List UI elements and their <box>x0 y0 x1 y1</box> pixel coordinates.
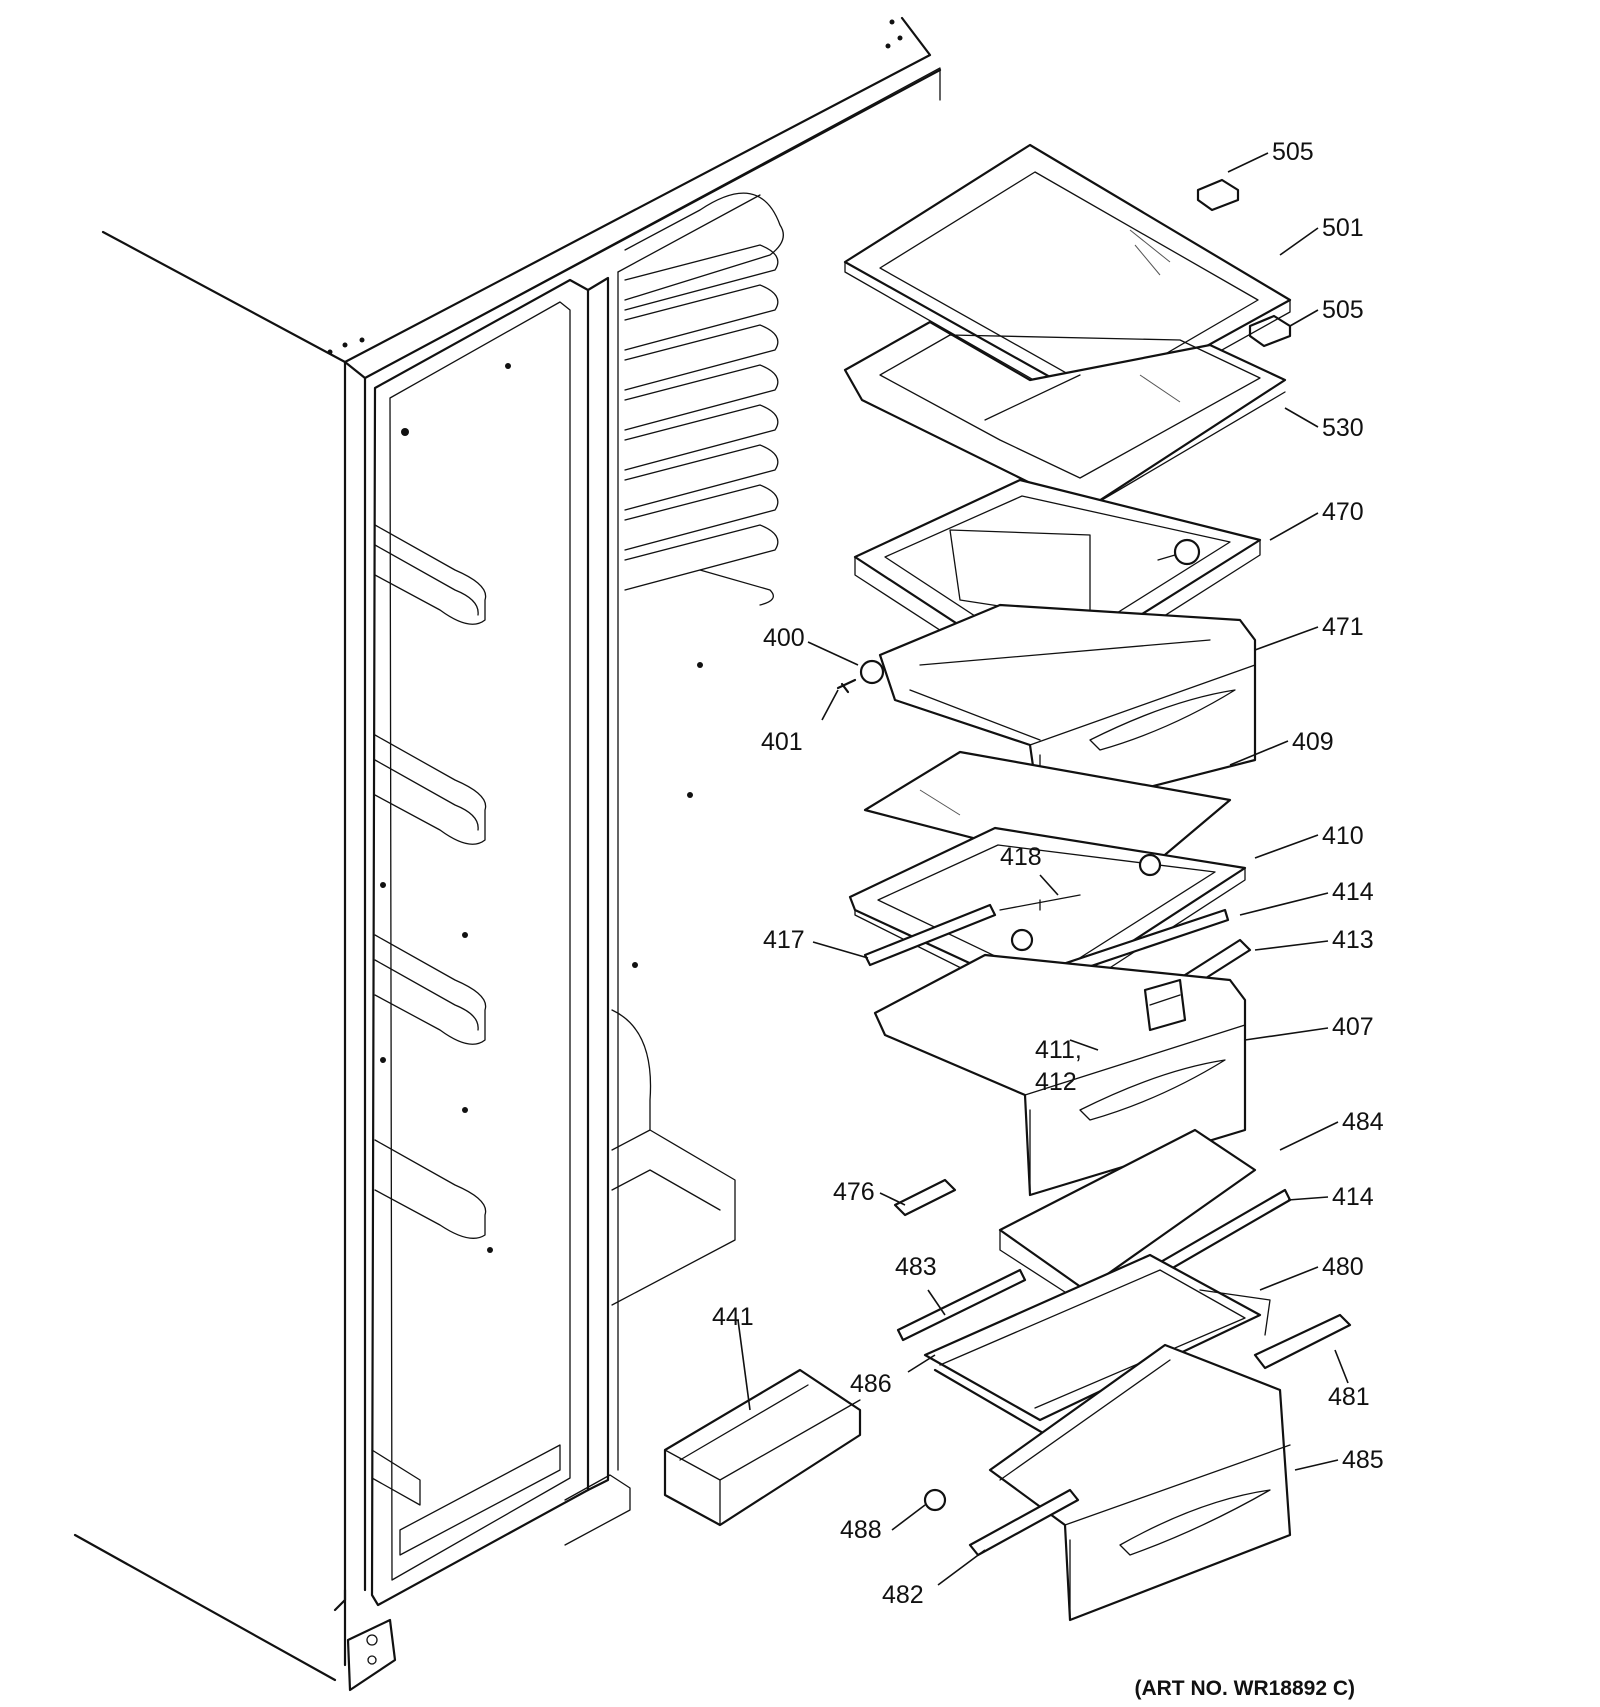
callout-412: 412 <box>1035 1068 1077 1096</box>
roller-488 <box>923 1488 947 1512</box>
roller-400 <box>859 659 885 685</box>
drawer-407 <box>873 953 1247 1197</box>
callout-486: 486 <box>850 1370 892 1398</box>
callout-488: 488 <box>840 1516 882 1544</box>
callout-401: 401 <box>761 728 803 756</box>
callout-470: 470 <box>1322 498 1364 526</box>
callout-501: 501 <box>1322 214 1364 242</box>
freezer-bin-441 <box>663 1368 862 1527</box>
refrigerator-cabinet <box>73 16 942 1692</box>
callout-410: 410 <box>1322 822 1364 850</box>
callout-441: 441 <box>712 1303 754 1331</box>
crisper-cover-frame-410 <box>848 826 1247 1011</box>
callout-484: 484 <box>1342 1108 1384 1136</box>
fresh-food-shelf-ribs <box>624 192 784 968</box>
callout-400: 400 <box>763 624 805 652</box>
callout-485: 485 <box>1342 1446 1384 1474</box>
callout-414-upper: 414 <box>1332 878 1374 906</box>
rail-483 <box>896 1268 1027 1342</box>
callout-418: 418 <box>1000 843 1042 871</box>
callout-483: 483 <box>895 1253 937 1281</box>
callout-505-lower: 505 <box>1322 296 1364 324</box>
callout-480: 480 <box>1322 1253 1364 1281</box>
freezer-shelf-rails <box>374 363 511 1253</box>
callout-476: 476 <box>833 1178 875 1206</box>
callout-471: 471 <box>1322 613 1364 641</box>
pan-485 <box>988 1343 1292 1622</box>
callout-481: 481 <box>1328 1383 1370 1411</box>
callout-labels: 505 501 505 530 470 471 400 401 409 410 … <box>712 138 1384 1609</box>
callout-407: 407 <box>1332 1013 1374 1041</box>
rail-417 <box>863 903 997 967</box>
crisper-drawer-471 <box>878 603 1257 817</box>
callout-411: 411, <box>1035 1036 1082 1064</box>
callout-530: 530 <box>1322 414 1364 442</box>
shelf-stop-505-lower <box>1248 314 1292 348</box>
leader-lines <box>737 152 1349 1586</box>
stem-481 <box>1253 1313 1352 1370</box>
art-number: (ART NO. WR18892 C) <box>1134 1677 1355 1700</box>
callout-505-upper: 505 <box>1272 138 1314 166</box>
callout-409: 409 <box>1292 728 1334 756</box>
callout-413: 413 <box>1332 926 1374 954</box>
stem-482 <box>968 1488 1080 1557</box>
spacer-476 <box>893 1178 957 1217</box>
screw-401 <box>836 678 857 694</box>
callout-482: 482 <box>882 1581 924 1609</box>
shelf-stop-505-upper <box>1196 178 1240 212</box>
callout-417: 417 <box>763 926 805 954</box>
callout-414-lower: 414 <box>1332 1183 1374 1211</box>
